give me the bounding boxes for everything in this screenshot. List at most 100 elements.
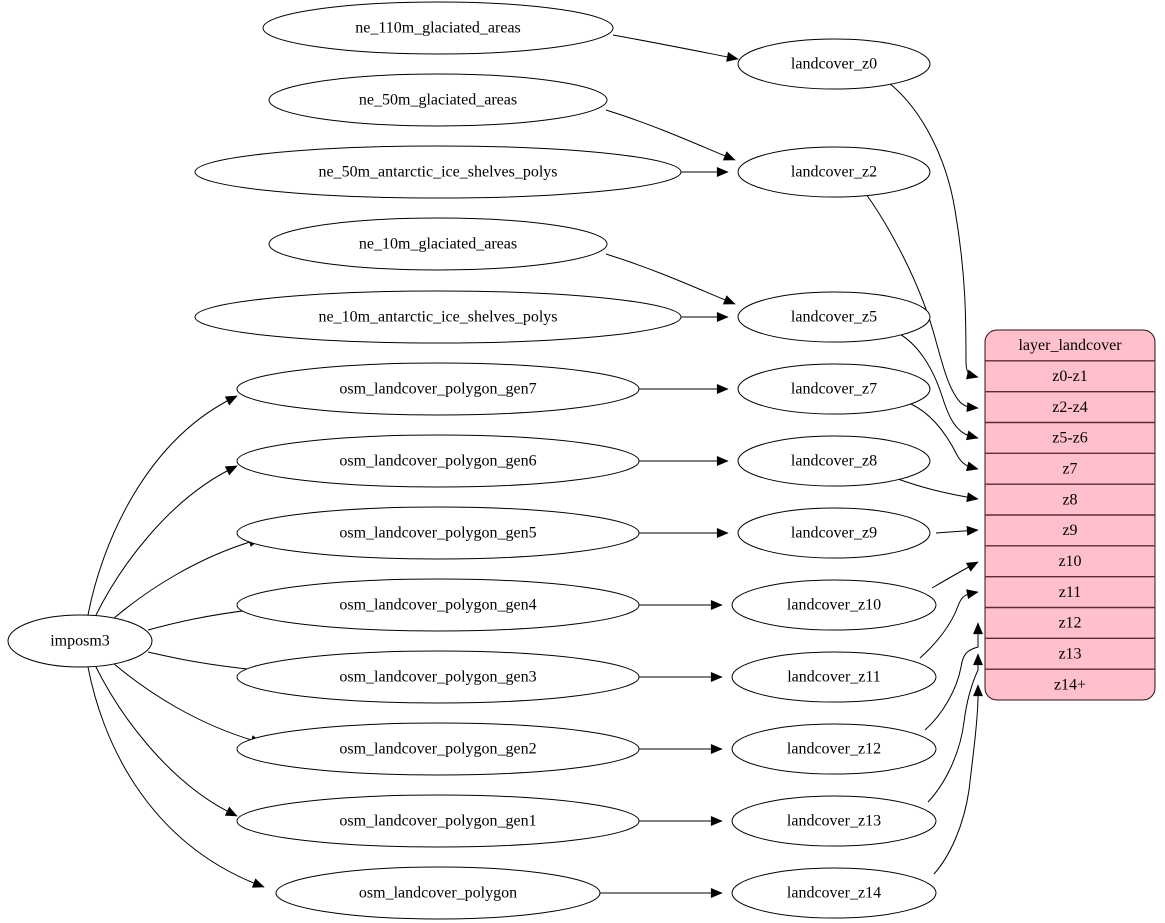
node-label: landcover_z13 — [787, 813, 881, 830]
layer-table-row-z11[interactable]: z11 — [1059, 584, 1082, 601]
edge-landcover_z8-to-layer_landcover-z8 — [894, 477, 979, 502]
node-landcover_z10[interactable]: landcover_z10 — [731, 579, 937, 631]
layer-table-row-z5-z6[interactable]: z5-z6 — [1052, 430, 1088, 447]
layer-table-header: layer_landcover — [1018, 337, 1122, 354]
node-label: ne_50m_glaciated_areas — [359, 92, 517, 109]
node-ne_10m_antarctic_ice_shelves_polys[interactable]: ne_10m_antarctic_ice_shelves_polys — [194, 290, 682, 344]
node-landcover_z2[interactable]: landcover_z2 — [737, 146, 931, 198]
arrow-head-icon — [710, 744, 723, 754]
layer-table-row-z0-z1[interactable]: z0-z1 — [1052, 368, 1088, 385]
node-label: landcover_z7 — [791, 381, 877, 398]
layer-landcover-table: layer_landcover z0-z1 z2-z4 z5-z6 z7 z8 z9 z10 z… — [984, 329, 1156, 701]
node-label: landcover_z14 — [787, 885, 881, 902]
node-shape-ellipse — [236, 506, 640, 560]
node-ne_10m_glaciated_areas[interactable]: ne_10m_glaciated_areas — [268, 217, 608, 271]
edge-line — [94, 465, 238, 618]
edge-landcover_z14-to-layer_landcover-z14- — [933, 684, 983, 875]
arrow-head-icon — [710, 888, 723, 898]
node-ne_50m_glaciated_areas[interactable]: ne_50m_glaciated_areas — [268, 73, 608, 127]
edge-line — [605, 253, 736, 305]
node-ne_50m_antarctic_ice_shelves_polys[interactable]: ne_50m_antarctic_ice_shelves_polys — [194, 145, 682, 199]
node-label: osm_landcover_polygon — [359, 885, 517, 902]
node-osm_landcover_polygon_gen3[interactable]: osm_landcover_polygon_gen3 — [236, 650, 640, 704]
node-label: osm_landcover_polygon_gen2 — [339, 741, 536, 758]
edge-ne_50m_glaciated_areas-to-landcover_z2 — [605, 109, 736, 161]
layer-landcover-node[interactable]: layer_landcover z0-z1 z2-z4 z5-z6 z7 z8 z9 z10 z… — [984, 329, 1156, 701]
node-shape-ellipse — [737, 146, 931, 198]
arrow-head-icon — [716, 167, 729, 177]
layer-table-row-z13[interactable]: z13 — [1058, 645, 1081, 662]
node-osm_landcover_polygon_gen2[interactable]: osm_landcover_polygon_gen2 — [236, 722, 640, 776]
node-imposm3[interactable]: imposm3 — [7, 614, 153, 668]
edge-landcover_z5-to-layer_landcover-z5-z6 — [895, 331, 979, 441]
edge-line — [605, 109, 736, 161]
node-landcover_z13[interactable]: landcover_z13 — [731, 795, 937, 847]
node-shape-ellipse — [737, 291, 931, 343]
edge-osm_landcover_polygon-to-landcover_z14 — [599, 888, 723, 898]
node-shape-ellipse — [236, 434, 640, 488]
node-landcover_z9[interactable]: landcover_z9 — [737, 507, 931, 559]
node-shape-ellipse — [731, 579, 937, 631]
arrow-head-icon — [224, 465, 238, 476]
node-osm_landcover_polygon[interactable]: osm_landcover_polygon — [275, 866, 601, 920]
edge-osm_landcover_polygon_gen6-to-landcover_z8 — [639, 456, 729, 466]
node-landcover_z14[interactable]: landcover_z14 — [731, 867, 937, 919]
arrow-head-icon — [716, 312, 729, 322]
layer-table-row-z10[interactable]: z10 — [1058, 553, 1081, 570]
edge-line — [888, 82, 979, 378]
node-shape-ellipse — [7, 614, 153, 668]
node-shape-ellipse — [236, 650, 640, 704]
node-ne_110m_glaciated_areas[interactable]: ne_110m_glaciated_areas — [262, 1, 614, 55]
edge-imposm3-to-osm_landcover_polygon_gen7 — [87, 395, 238, 616]
edge-landcover_z13-to-layer_landcover-z13 — [927, 653, 983, 803]
arrow-head-icon — [973, 622, 983, 635]
layer-table-row-z7[interactable]: z7 — [1062, 460, 1077, 477]
layer-table-row-z12[interactable]: z12 — [1058, 615, 1081, 632]
node-osm_landcover_polygon_gen5[interactable]: osm_landcover_polygon_gen5 — [236, 506, 640, 560]
node-shape-ellipse — [737, 363, 931, 415]
arrow-head-icon — [722, 151, 736, 161]
arrow-head-icon — [966, 369, 979, 380]
edge-osm_landcover_polygon_gen1-to-landcover_z13 — [639, 816, 723, 826]
node-osm_landcover_polygon_gen1[interactable]: osm_landcover_polygon_gen1 — [236, 794, 640, 848]
edge-osm_landcover_polygon_gen7-to-landcover_z7 — [639, 384, 729, 394]
edge-osm_landcover_polygon_gen3-to-landcover_z11 — [639, 672, 723, 682]
node-landcover_z0[interactable]: landcover_z0 — [737, 38, 931, 90]
edge-line — [87, 395, 238, 616]
node-landcover_z12[interactable]: landcover_z12 — [731, 723, 937, 775]
layer-table-row-z9[interactable]: z9 — [1062, 522, 1077, 539]
node-shape-ellipse — [731, 651, 937, 703]
arrow-head-icon — [966, 589, 979, 600]
layer-table-row-z8[interactable]: z8 — [1062, 491, 1077, 508]
node-shape-ellipse — [236, 362, 640, 416]
node-osm_landcover_polygon_gen7[interactable]: osm_landcover_polygon_gen7 — [236, 362, 640, 416]
node-landcover_z7[interactable]: landcover_z7 — [737, 363, 931, 415]
edge-ne_10m_antarctic_ice_shelves_polys-to-landcover_z5 — [681, 312, 729, 322]
node-shape-ellipse — [737, 507, 931, 559]
arrow-head-icon — [965, 561, 979, 572]
node-shape-ellipse — [737, 435, 931, 487]
layer-table-row-z14+[interactable]: z14+ — [1054, 676, 1086, 693]
node-osm_landcover_polygon_gen6[interactable]: osm_landcover_polygon_gen6 — [236, 434, 640, 488]
edge-line — [87, 666, 265, 888]
edge-ne_110m_glaciated_areas-to-landcover_z0 — [612, 34, 739, 62]
edge-landcover_z2-to-layer_landcover-z2-z4 — [865, 193, 979, 412]
edge-line — [112, 662, 263, 744]
node-landcover_z5[interactable]: landcover_z5 — [737, 291, 931, 343]
node-shape-ellipse — [731, 795, 937, 847]
arrow-head-icon — [973, 653, 983, 666]
node-landcover_z8[interactable]: landcover_z8 — [737, 435, 931, 487]
node-label: ne_10m_glaciated_areas — [359, 236, 517, 253]
arrow-head-icon — [966, 492, 979, 502]
node-label: osm_landcover_polygon_gen5 — [339, 525, 536, 542]
edge-line — [112, 538, 261, 620]
layer-table-row-z2-z4[interactable]: z2-z4 — [1052, 399, 1088, 416]
node-shape-ellipse — [236, 578, 640, 632]
node-shape-ellipse — [731, 723, 937, 775]
edge-landcover_z0-to-layer_landcover-z0-z1 — [888, 82, 979, 380]
edge-landcover_z11-to-layer_landcover-z11 — [919, 589, 979, 659]
node-osm_landcover_polygon_gen4[interactable]: osm_landcover_polygon_gen4 — [236, 578, 640, 632]
edge-ne_50m_antarctic_ice_shelves_polys-to-landcover_z2 — [680, 167, 729, 177]
node-landcover_z11[interactable]: landcover_z11 — [731, 651, 937, 703]
